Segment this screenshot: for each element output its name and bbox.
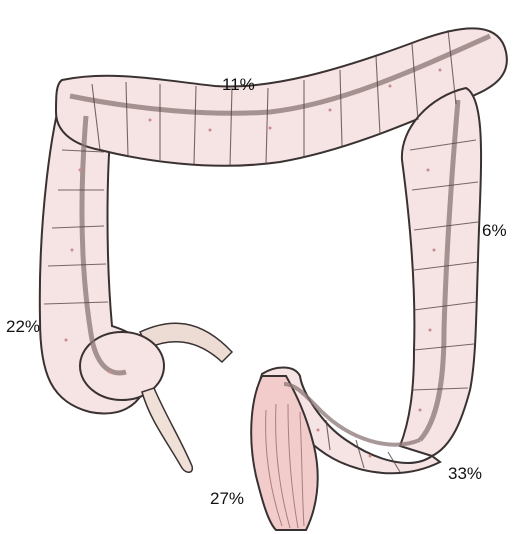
transverse-percent-label: 11%: [222, 76, 255, 93]
rectum-percent-label: 27%: [210, 490, 244, 507]
sigmoid-percent-label: 33%: [448, 465, 482, 482]
appendix: [142, 388, 192, 472]
ascending-percent-label: 22%: [6, 318, 40, 335]
descending-colon: [400, 88, 481, 456]
descending-percent-label: 6%: [482, 222, 507, 239]
